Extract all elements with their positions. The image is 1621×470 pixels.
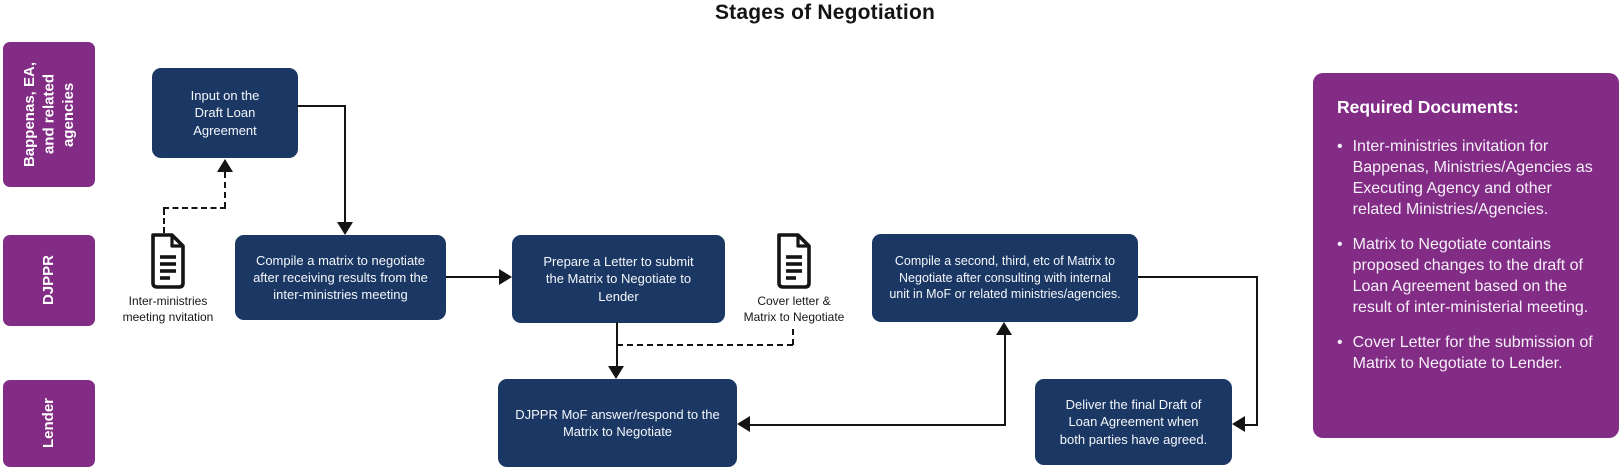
document-label-cover-letter: Cover letter & Matrix to Negotiate bbox=[743, 294, 845, 324]
dashed-invitation-v2 bbox=[224, 172, 226, 208]
document-icon bbox=[774, 232, 814, 295]
lane-bappenas-label: Bappenas, EA, and related agencies bbox=[20, 61, 77, 168]
required-documents-heading: Required Documents: bbox=[1337, 97, 1519, 117]
lane-lender-label: Lender bbox=[40, 398, 58, 449]
dashed-invitation-v1 bbox=[163, 209, 165, 233]
node-deliver-final-draft-label: Deliver the final Draft of Loan Agreemen… bbox=[1059, 397, 1208, 447]
node-compile-matrix-label: Compile a matrix to negotiate after rece… bbox=[253, 252, 428, 303]
document-icon bbox=[148, 232, 188, 295]
dashed-cover-letter-v bbox=[792, 329, 794, 345]
dashed-cover-letter-h bbox=[617, 344, 793, 346]
node-compile-second-matrix-label: Compile a second, third, etc of Matrix t… bbox=[889, 254, 1121, 302]
connector-input-to-compile-v bbox=[344, 105, 346, 222]
arrowhead-into-compile-second bbox=[996, 322, 1012, 335]
required-documents-item-text: Inter-ministries invitation for Bappenas… bbox=[1352, 138, 1593, 218]
connector-answer-compile2-h bbox=[750, 424, 1006, 426]
lane-djppr-label: DJPPR bbox=[40, 255, 58, 306]
required-documents-item: • Inter-ministries invitation for Bappen… bbox=[1337, 136, 1595, 220]
arrowhead-into-deliver-final bbox=[1232, 416, 1245, 432]
arrowhead-into-prepare-letter bbox=[499, 269, 512, 285]
required-documents-item-text: Cover Letter for the submission of Matri… bbox=[1352, 334, 1593, 372]
required-documents-panel: Required Documents: • Inter-ministries i… bbox=[1313, 73, 1619, 438]
node-deliver-final-draft: Deliver the final Draft of Loan Agreemen… bbox=[1035, 379, 1232, 465]
required-documents-item: • Cover Letter for the submission of Mat… bbox=[1337, 332, 1595, 374]
diagram-title: Stages of Negotiation bbox=[714, 1, 936, 24]
connector-answer-compile2-v bbox=[1004, 335, 1006, 425]
lane-lender: Lender bbox=[3, 380, 95, 467]
arrowhead-into-compile-matrix bbox=[337, 222, 353, 235]
node-answer-matrix: DJPPR MoF answer/respond to the Matrix t… bbox=[498, 379, 737, 467]
node-compile-second-matrix: Compile a second, third, etc of Matrix t… bbox=[872, 234, 1138, 322]
bullet-icon: • bbox=[1337, 334, 1343, 351]
lane-bappenas: Bappenas, EA, and related agencies bbox=[3, 42, 95, 187]
lane-djppr: DJPPR bbox=[3, 235, 95, 326]
connector-compile2-to-deliver-v bbox=[1256, 276, 1258, 426]
connector-compile2-to-deliver-h2 bbox=[1245, 424, 1258, 426]
arrowhead-into-input-draft bbox=[217, 159, 233, 172]
dashed-invitation-h bbox=[163, 207, 226, 209]
required-documents-item: • Matrix to Negotiate contains proposed … bbox=[1337, 234, 1595, 318]
arrowhead-into-answer-matrix bbox=[608, 366, 624, 379]
node-answer-matrix-label: DJPPR MoF answer/respond to the Matrix t… bbox=[515, 406, 720, 439]
node-prepare-letter-label: Prepare a Letter to submit the Matrix to… bbox=[543, 254, 694, 304]
arrowhead-into-answer-matrix-right bbox=[737, 416, 750, 432]
bullet-icon: • bbox=[1337, 236, 1343, 253]
bullet-icon: • bbox=[1337, 138, 1343, 155]
connector-compile-to-prepare-h bbox=[446, 276, 499, 278]
document-label-inter-ministries: Inter-ministries meeting nvitation bbox=[122, 294, 214, 324]
node-prepare-letter: Prepare a Letter to submit the Matrix to… bbox=[512, 235, 725, 323]
node-input-draft-loan-label: Input on the Draft Loan Agreement bbox=[190, 88, 260, 138]
required-documents-item-text: Matrix to Negotiate contains proposed ch… bbox=[1352, 236, 1589, 316]
connector-input-to-compile-h bbox=[297, 105, 346, 107]
connector-compile2-to-deliver-h1 bbox=[1138, 276, 1258, 278]
node-compile-matrix: Compile a matrix to negotiate after rece… bbox=[235, 235, 446, 320]
node-input-draft-loan: Input on the Draft Loan Agreement bbox=[152, 68, 298, 158]
